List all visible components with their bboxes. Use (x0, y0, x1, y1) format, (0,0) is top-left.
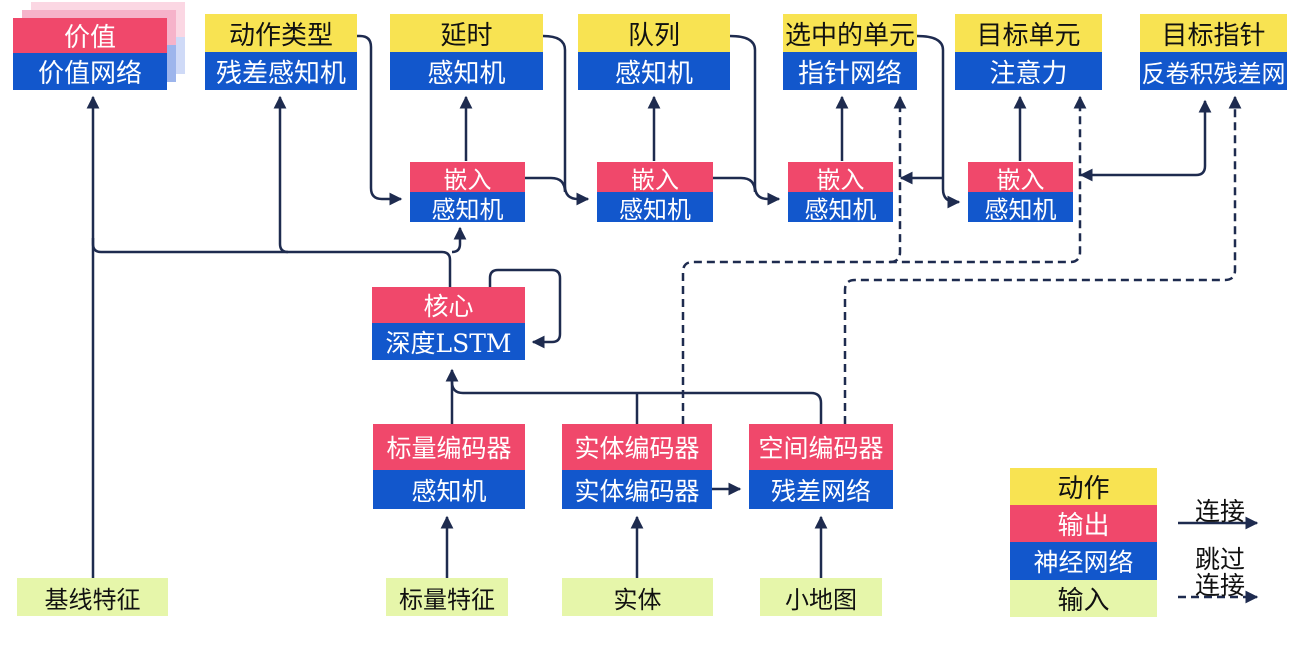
node-embed-1: 嵌入 感知机 (410, 162, 525, 224)
input-scalar-features: 标量特征 (386, 578, 508, 616)
edge-core-to-action-type (273, 95, 289, 254)
action-type-header: 动作类型 (205, 14, 357, 52)
entity-encoder-body: 实体编码器 (562, 470, 712, 509)
node-queue: 队列 感知机 (578, 14, 730, 90)
node-target-point: 目标指针 反卷积残差网 (1140, 14, 1287, 90)
node-value: 价值 价值网络 (13, 18, 167, 90)
spatial-encoder-header: 空间编码器 (749, 424, 893, 470)
embed-2-body: 感知机 (597, 192, 713, 224)
legend-color-key: 动作 输出 神经网络 输入 (1010, 468, 1157, 617)
edge-encoder-collector (450, 374, 823, 424)
legend-input: 输入 (1010, 580, 1157, 617)
node-core: 核心 深度LSTM (372, 287, 525, 360)
edge-action-type-to-embed1 (357, 34, 403, 206)
skip-entity-to-target-unit (681, 95, 1087, 424)
node-scalar-encoder: 标量编码器 感知机 (373, 424, 525, 509)
target-unit-body: 注意力 (955, 52, 1102, 90)
edge-selected-units-to-embed4 (916, 34, 961, 209)
edge-core-to-embed1 (451, 226, 467, 254)
edge-embed2-out (713, 176, 757, 193)
legend-neural-network: 神经网络 (1010, 542, 1157, 580)
edge-core-self-loop (488, 268, 562, 349)
node-embed-2: 嵌入 感知机 (597, 162, 713, 224)
legend-skip-label-line1: 跳过 (1194, 545, 1245, 574)
legend-output: 输出 (1010, 505, 1157, 542)
spatial-encoder-body: 残差网络 (749, 470, 893, 509)
node-action-type: 动作类型 残差感知机 (205, 14, 357, 90)
node-spatial-encoder: 空间编码器 残差网络 (749, 424, 893, 509)
action-type-body: 残差感知机 (205, 52, 357, 90)
legend-connection-label: 连接 (1194, 497, 1245, 526)
legend-skip-label-line2: 连接 (1194, 571, 1245, 600)
embed-3-body: 感知机 (788, 192, 893, 224)
skip-entity-to-selected-units (889, 95, 907, 264)
queue-header: 队列 (578, 14, 730, 52)
node-entity-encoder: 实体编码器 实体编码器 (562, 424, 712, 509)
node-embed-3: 嵌入 感知机 (788, 162, 893, 224)
embed-2-header: 嵌入 (597, 162, 713, 194)
embed-3-header: 嵌入 (788, 162, 893, 194)
selected-units-body: 指针网络 (783, 52, 917, 90)
value-header: 价值 (13, 18, 167, 53)
edge-embed1-out (525, 176, 567, 193)
node-delay: 延时 感知机 (390, 14, 543, 90)
input-entities: 实体 (562, 578, 713, 616)
edge-embed4-target-point-link (1079, 99, 1212, 182)
legend-action: 动作 (1010, 468, 1157, 505)
target-unit-header: 目标单元 (955, 14, 1102, 52)
scalar-encoder-body: 感知机 (373, 470, 525, 509)
node-embed-4: 嵌入 感知机 (968, 162, 1073, 224)
input-minimap: 小地图 (760, 578, 882, 616)
target-point-body: 反卷积残差网 (1140, 52, 1287, 90)
value-body: 价值网络 (13, 53, 167, 90)
target-point-header: 目标指针 (1140, 14, 1287, 52)
edge-delay-to-embed2 (542, 34, 590, 206)
delay-body: 感知机 (390, 52, 543, 90)
node-selected-units: 选中的单元 指针网络 (783, 14, 917, 90)
embed-4-header: 嵌入 (968, 162, 1073, 194)
skip-spatial-to-target-point (843, 95, 1242, 424)
scalar-encoder-header: 标量编码器 (373, 424, 525, 470)
queue-body: 感知机 (578, 52, 730, 90)
embed-1-header: 嵌入 (410, 162, 525, 194)
input-baseline-features: 基线特征 (17, 578, 168, 616)
selected-units-header: 选中的单元 (783, 14, 917, 52)
embed-4-body: 感知机 (968, 192, 1073, 224)
delay-header: 延时 (390, 14, 543, 52)
core-header: 核心 (372, 287, 525, 323)
entity-encoder-header: 实体编码器 (562, 424, 712, 470)
edge-core-output-bus (91, 238, 452, 287)
node-target-unit: 目标单元 注意力 (955, 14, 1102, 90)
embed-1-body: 感知机 (410, 192, 525, 224)
edge-queue-to-embed3 (729, 34, 781, 206)
core-body: 深度LSTM (372, 323, 525, 360)
